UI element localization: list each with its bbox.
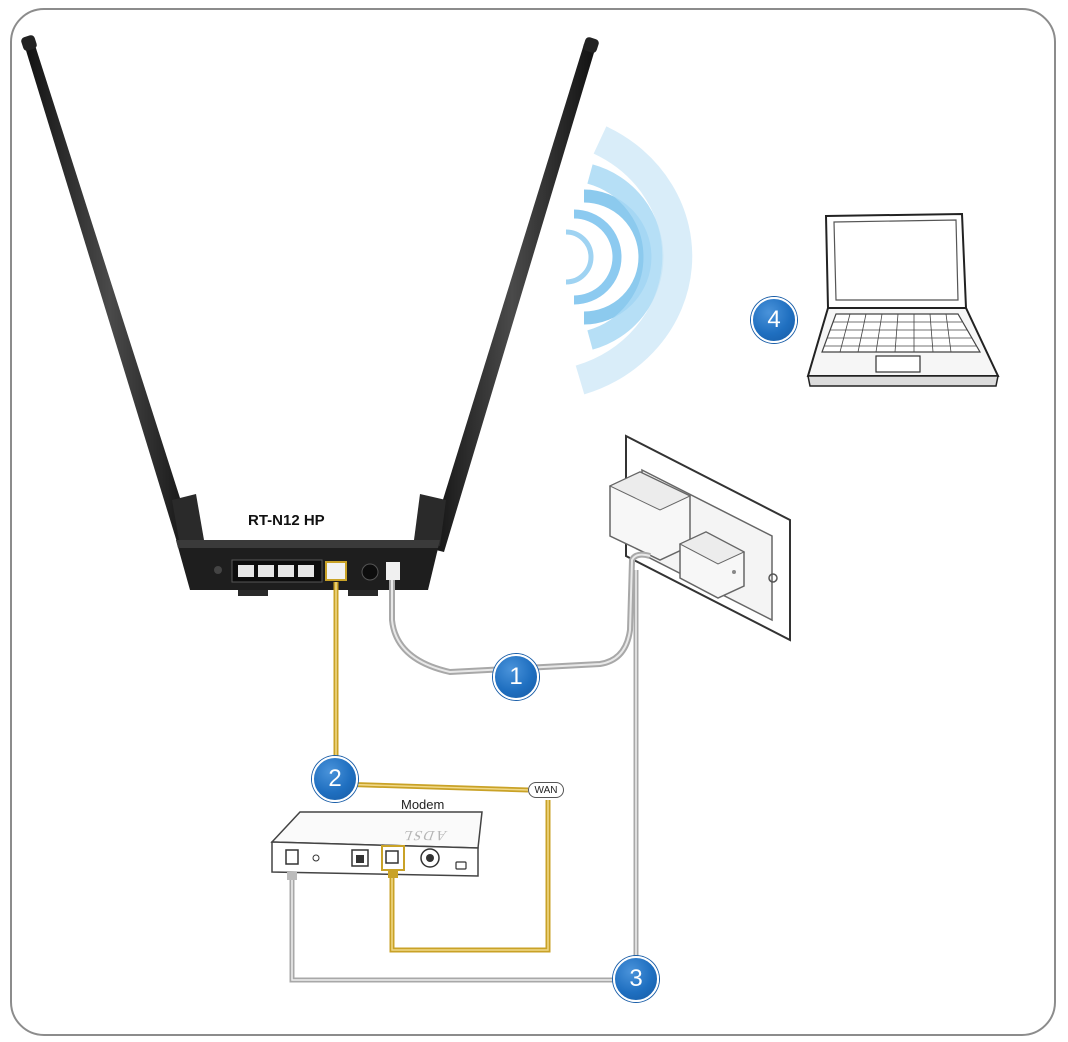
power-adapter-icon — [608, 471, 746, 599]
router-antenna-left — [21, 35, 204, 552]
router-antenna-right — [414, 37, 599, 552]
wan-port-tag: WAN — [528, 782, 564, 798]
step-badge-2: 2 — [312, 756, 358, 802]
laptop-icon — [806, 212, 1000, 387]
step-badge-4: 4 — [751, 297, 797, 343]
wifi-signal-icon — [565, 126, 693, 395]
router-icon — [176, 540, 440, 596]
step-badge-3: 3 — [613, 956, 659, 1002]
router-model-label: RT-N12 HP — [248, 512, 325, 529]
modem-icon — [270, 811, 483, 880]
step-badge-1: 1 — [493, 654, 539, 700]
modem-label: Modem — [401, 797, 445, 812]
modem-brand-text: ADSL — [399, 827, 450, 842]
